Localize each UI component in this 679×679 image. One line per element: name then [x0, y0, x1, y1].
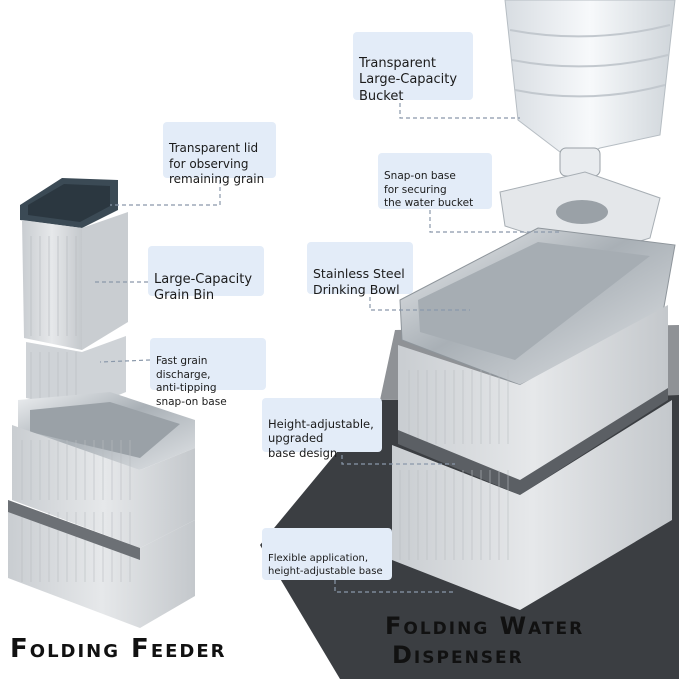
callout-bucket-text: Transparent Large-Capacity Bucket	[359, 55, 458, 104]
leader-lines	[95, 75, 560, 593]
title-dispenser: Dispenser	[392, 641, 524, 669]
callout-bucket: Transparent Large-Capacity Bucket	[353, 32, 473, 104]
callout-height-adjustable: Height-adjustable, upgraded base design	[262, 398, 382, 460]
callout-grain-bin: Large-Capacity Grain Bin	[148, 246, 264, 303]
callout-snap-base: Snap-on base for securing the water buck…	[378, 153, 492, 209]
callout-snap-base-text: Snap-on base for securing the water buck…	[384, 170, 474, 210]
callout-grain-bin-text: Large-Capacity Grain Bin	[154, 271, 253, 304]
callout-flexible-text: Flexible application, height-adjustable …	[268, 552, 383, 577]
callout-height-adjustable-text: Height-adjustable, upgraded base design	[268, 416, 374, 461]
title-folding-water: Folding Water	[385, 612, 585, 640]
callout-steel-bowl-text: Stainless Steel Drinking Bowl	[313, 266, 405, 297]
water-dispenser-illustration	[392, 0, 676, 610]
title-folding-feeder: Folding Feeder	[10, 634, 227, 664]
folding-feeder-illustration	[8, 178, 195, 628]
callout-grain-discharge-text: Fast grain discharge, anti-tipping snap-…	[156, 355, 227, 408]
callout-steel-bowl: Stainless Steel Drinking Bowl	[307, 242, 413, 297]
callout-grain-discharge: Fast grain discharge, anti-tipping snap-…	[150, 338, 266, 408]
callout-transparent-lid-text: Transparent lid for observing remaining …	[169, 141, 265, 187]
callout-transparent-lid: Transparent lid for observing remaining …	[163, 122, 276, 186]
callout-flexible: Flexible application, height-adjustable …	[262, 528, 392, 580]
